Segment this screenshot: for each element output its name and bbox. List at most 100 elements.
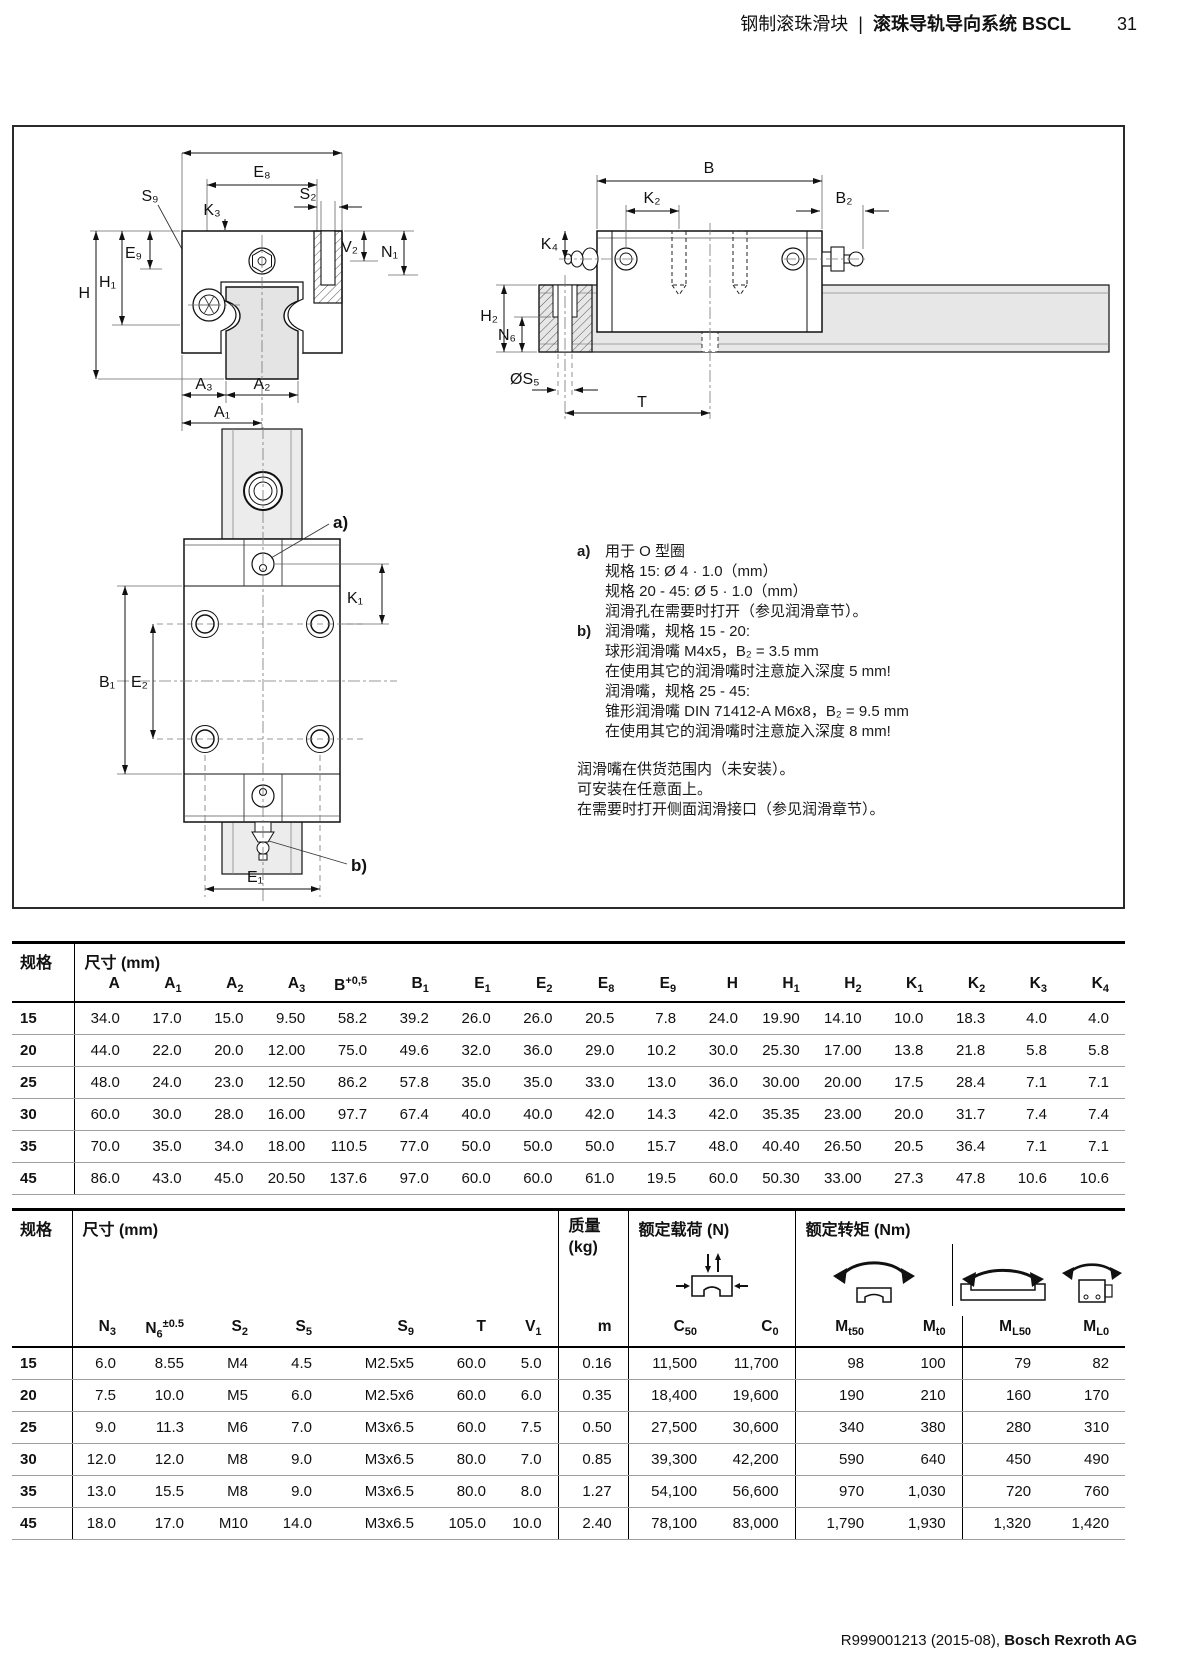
- value-cell: 26.0: [444, 1002, 507, 1036]
- value-cell: 9.0: [264, 1443, 328, 1477]
- value-cell: 17.0: [132, 1507, 200, 1541]
- value-cell: 42,200: [713, 1443, 796, 1477]
- value-cell: 26.50: [815, 1130, 878, 1164]
- value-cell: 48.0: [692, 1130, 754, 1164]
- note-line: 润滑嘴，规格 15 - 20:: [605, 623, 751, 640]
- value-cell: 13.0: [630, 1066, 693, 1100]
- note-line: 润滑嘴，规格 25 - 45:: [605, 683, 751, 700]
- torque-header-label: 额定转矩 (Nm): [805, 1222, 911, 1239]
- value-cell: 67.4: [383, 1098, 445, 1132]
- value-cell: 20.00: [815, 1066, 878, 1100]
- side-view-drawing: B K₂ B₂ K₄ H₂ N₆ ØS₅ T: [480, 160, 1110, 419]
- note-line: 规格 20 - 45: Ø 5 · 1.0（mm）: [605, 583, 808, 600]
- note-line: 润滑嘴在供货范围内（未安装）。: [577, 761, 795, 778]
- dim-label-n1: N₁: [381, 244, 398, 261]
- value-cell: 15.0: [197, 1002, 260, 1036]
- lubrication-notes: a) 用于 O 型圈 规格 15: Ø 4 · 1.0（mm） 规格 20 - …: [577, 542, 1067, 820]
- value-cell: 20.0: [877, 1098, 940, 1132]
- value-cell: 9.0: [264, 1475, 328, 1509]
- col-S9: S9: [328, 1316, 430, 1349]
- value-cell: 11.3: [132, 1411, 200, 1445]
- value-cell: 12.00: [259, 1034, 322, 1068]
- dims-group-header: 尺寸 (mm): [82, 1222, 159, 1239]
- col-E8: E8: [568, 973, 631, 1004]
- note-line: 在需要时打开侧面润滑接口（参见润滑章节）。: [577, 801, 885, 818]
- dim-label-e2: E₂: [131, 674, 148, 691]
- doc-reference: R999001213 (2015-08),: [840, 1632, 1005, 1649]
- col-B1: B1: [383, 973, 445, 1004]
- col-C0: C0: [713, 1316, 796, 1349]
- dim-label-b1: B₁: [99, 674, 115, 691]
- value-cell: 17.0: [135, 1002, 198, 1036]
- value-cell: 20.0: [197, 1034, 260, 1068]
- value-cell: 19.90: [753, 1002, 816, 1036]
- dims-group-header: 尺寸 (mm): [84, 955, 161, 972]
- value-cell: 5.0: [502, 1347, 559, 1381]
- value-cell: 97.0: [383, 1162, 445, 1196]
- value-cell: 970: [794, 1475, 881, 1509]
- value-cell: 21.8: [939, 1034, 1002, 1068]
- value-cell: 42.0: [568, 1098, 631, 1132]
- value-cell: 44.0: [74, 1034, 136, 1068]
- note-line: 润滑孔在需要时打开（参见润滑章节）。: [605, 603, 868, 620]
- value-cell: 1,420: [1047, 1507, 1126, 1541]
- dim-label-b2: B₂: [836, 190, 853, 207]
- note-line: 在使用其它的润滑嘴时注意旋入深度 5 mm!: [605, 663, 891, 680]
- value-cell: 98: [794, 1347, 881, 1381]
- value-cell: 1,790: [794, 1507, 881, 1541]
- value-cell: 97.7: [321, 1098, 384, 1132]
- value-cell: 490: [1047, 1443, 1126, 1477]
- value-cell: 31.7: [939, 1098, 1002, 1132]
- value-cell: M4: [200, 1347, 264, 1381]
- note-a-text: 用于 O 型圈 规格 15: Ø 4 · 1.0（mm） 规格 20 - 45:…: [605, 542, 1067, 622]
- col-A1: A1: [135, 973, 198, 1004]
- value-cell: M8: [200, 1475, 264, 1509]
- value-cell: 16.00: [259, 1098, 322, 1132]
- value-cell: 20.5: [568, 1002, 631, 1036]
- dim-label-h2: H₂: [480, 308, 498, 325]
- value-cell: 4.0: [1063, 1002, 1125, 1036]
- value-cell: 48.0: [74, 1066, 136, 1100]
- dim-label-e9: E₉: [125, 245, 142, 262]
- value-cell: 7.1: [1001, 1066, 1063, 1100]
- size-cell: 25: [12, 1411, 73, 1445]
- value-cell: 20.50: [259, 1162, 322, 1196]
- load-directions-icon: [675, 1253, 748, 1297]
- dim-label-h: H: [78, 285, 90, 302]
- value-cell: 13.8: [877, 1034, 940, 1068]
- value-cell: 86.2: [321, 1066, 384, 1100]
- value-cell: 12.0: [132, 1443, 200, 1477]
- value-cell: 11,500: [627, 1347, 714, 1381]
- value-cell: 760: [1047, 1475, 1126, 1509]
- value-cell: 60.0: [430, 1379, 502, 1413]
- note-a-label: a): [577, 543, 591, 560]
- value-cell: 160: [961, 1379, 1048, 1413]
- page-header: 钢制滚珠滑块 | 滚珠导轨导向系统 BSCL 31: [740, 10, 1137, 36]
- col-A: A: [74, 973, 136, 1004]
- value-cell: M2.5x6: [328, 1379, 430, 1413]
- dim-label-s5: ØS₅: [510, 371, 540, 388]
- value-cell: 39.2: [383, 1002, 445, 1036]
- value-cell: 5.8: [1063, 1034, 1125, 1068]
- col-Mt0: Mt0: [880, 1316, 963, 1349]
- col-A2: A2: [197, 973, 260, 1004]
- value-cell: 7.0: [264, 1411, 328, 1445]
- value-cell: 35.0: [506, 1066, 569, 1100]
- value-cell: 8.55: [132, 1347, 200, 1381]
- note-a: a) 用于 O 型圈 规格 15: Ø 4 · 1.0（mm） 规格 20 - …: [577, 542, 1067, 622]
- value-cell: 9.50: [259, 1002, 322, 1036]
- notes-extra: 润滑嘴在供货范围内（未安装）。 可安装在任意面上。 在需要时打开侧面润滑接口（参…: [577, 760, 1067, 820]
- value-cell: 47.8: [939, 1162, 1002, 1196]
- longitudinal-moment-icon-cell: [952, 1244, 1125, 1306]
- dim-label-h1: H₁: [99, 274, 116, 291]
- value-cell: 18.3: [939, 1002, 1002, 1036]
- value-cell: 12.0: [72, 1443, 132, 1477]
- value-cell: 0.16: [557, 1347, 629, 1381]
- value-cell: 83,000: [713, 1507, 796, 1541]
- size-cell: 45: [12, 1507, 73, 1541]
